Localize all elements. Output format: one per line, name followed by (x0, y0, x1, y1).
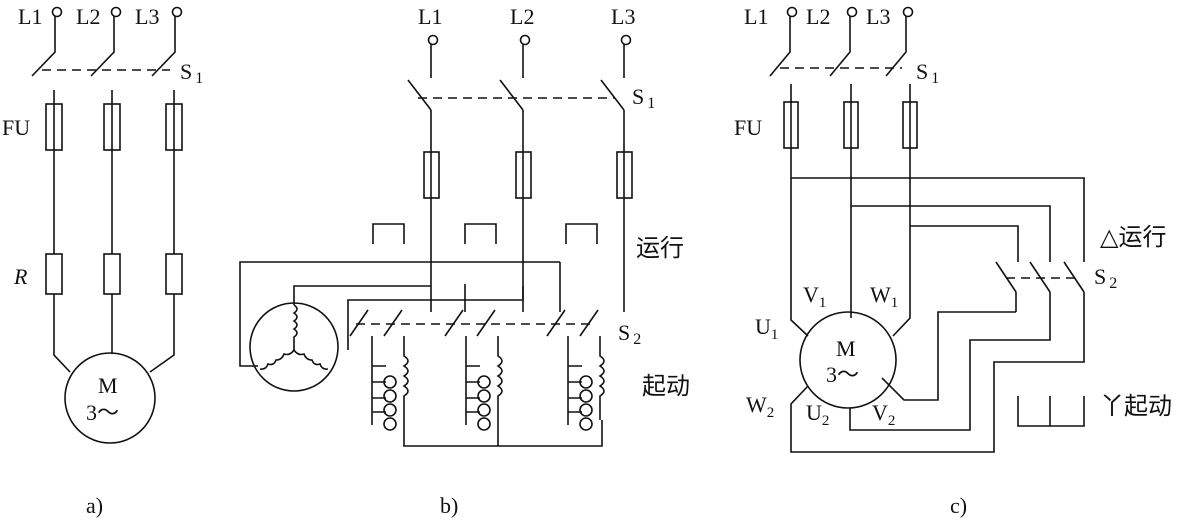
terminal-l1 (786, 6, 798, 18)
terminal-w2-label: W2 (746, 392, 774, 421)
motor-b (249, 302, 339, 392)
star-contacts (1017, 396, 1085, 427)
fuse-label: FU (2, 115, 30, 140)
switch-s2-c (995, 261, 1085, 312)
terminal-v2-label: V2 (872, 400, 895, 429)
delta-wire-1 (791, 177, 1085, 262)
terminal-l2 (846, 6, 858, 18)
wire-branches-b (464, 262, 561, 312)
fuses-b (423, 151, 633, 199)
lead-w1 (892, 148, 911, 337)
wire-v-b (347, 286, 524, 350)
motor-winding-3 (293, 349, 329, 370)
phase-label-l2: L2 (76, 4, 100, 29)
terminal-w1-label: W1 (870, 282, 898, 311)
motor-winding-1 (292, 304, 298, 350)
delta-wire-2 (851, 205, 1051, 262)
motor-c (799, 311, 897, 409)
delta-wire-3 (910, 225, 1019, 262)
terminal-l3 (902, 6, 914, 18)
motor-leads-a (53, 294, 175, 373)
motor-label-a: M (98, 373, 118, 398)
delta-run-label: △运行 (1100, 223, 1166, 251)
wire-u2 (849, 312, 1051, 431)
phase-label-l3: L3 (135, 4, 159, 29)
fuses-c (783, 101, 918, 149)
terminal-l2 (519, 34, 531, 46)
terminal-u1-label: U1 (755, 314, 778, 343)
resistors-a (45, 150, 183, 295)
resistor-label: R (13, 264, 28, 289)
phase-label-l1: L1 (418, 4, 442, 29)
switch-s2-b (349, 309, 599, 337)
caption-b: b) (440, 493, 458, 518)
start-label: 起动 (642, 372, 690, 400)
phase-label-l2: L2 (806, 4, 830, 29)
motor-a (64, 352, 156, 444)
motor-label-c: M (836, 336, 856, 361)
switch-s1-c (769, 16, 911, 102)
fuse-label: FU (734, 115, 762, 140)
star-start-label: 丫起动 (1100, 392, 1172, 420)
switch-s1-a (31, 16, 176, 102)
caption-a: a) (86, 493, 103, 518)
caption-c: c) (950, 493, 967, 518)
switch-s1-b (407, 44, 625, 152)
terminal-v1-label: V1 (803, 282, 826, 311)
fuses-a (45, 102, 183, 151)
motor-winding-2 (259, 349, 295, 370)
run-label: 运行 (636, 234, 684, 262)
phase-conductors-b (430, 198, 625, 312)
phase-label-l2: L2 (510, 4, 534, 29)
terminal-l3 (620, 34, 632, 46)
wire-w-b (239, 261, 560, 367)
motor-sub-c: 3～ (826, 362, 859, 387)
phase-label-l3: L3 (611, 4, 635, 29)
wire-u-b (293, 285, 431, 305)
terminal-l1 (427, 34, 439, 46)
terminal-l3 (171, 6, 183, 18)
autotransformers-b (371, 336, 605, 447)
wire-v2 (881, 311, 1016, 401)
motor-sub-a: 3～ (86, 400, 119, 425)
phase-label-l1: L1 (18, 4, 42, 29)
terminal-u2-label: U2 (806, 400, 829, 429)
terminal-l2 (110, 6, 122, 18)
phase-label-l1: L1 (744, 4, 768, 29)
phase-label-l3: L3 (866, 4, 890, 29)
terminal-l1 (51, 6, 63, 18)
lead-u1 (790, 148, 809, 337)
wire-w2 (790, 312, 1085, 453)
run-contacts-b (372, 223, 598, 244)
